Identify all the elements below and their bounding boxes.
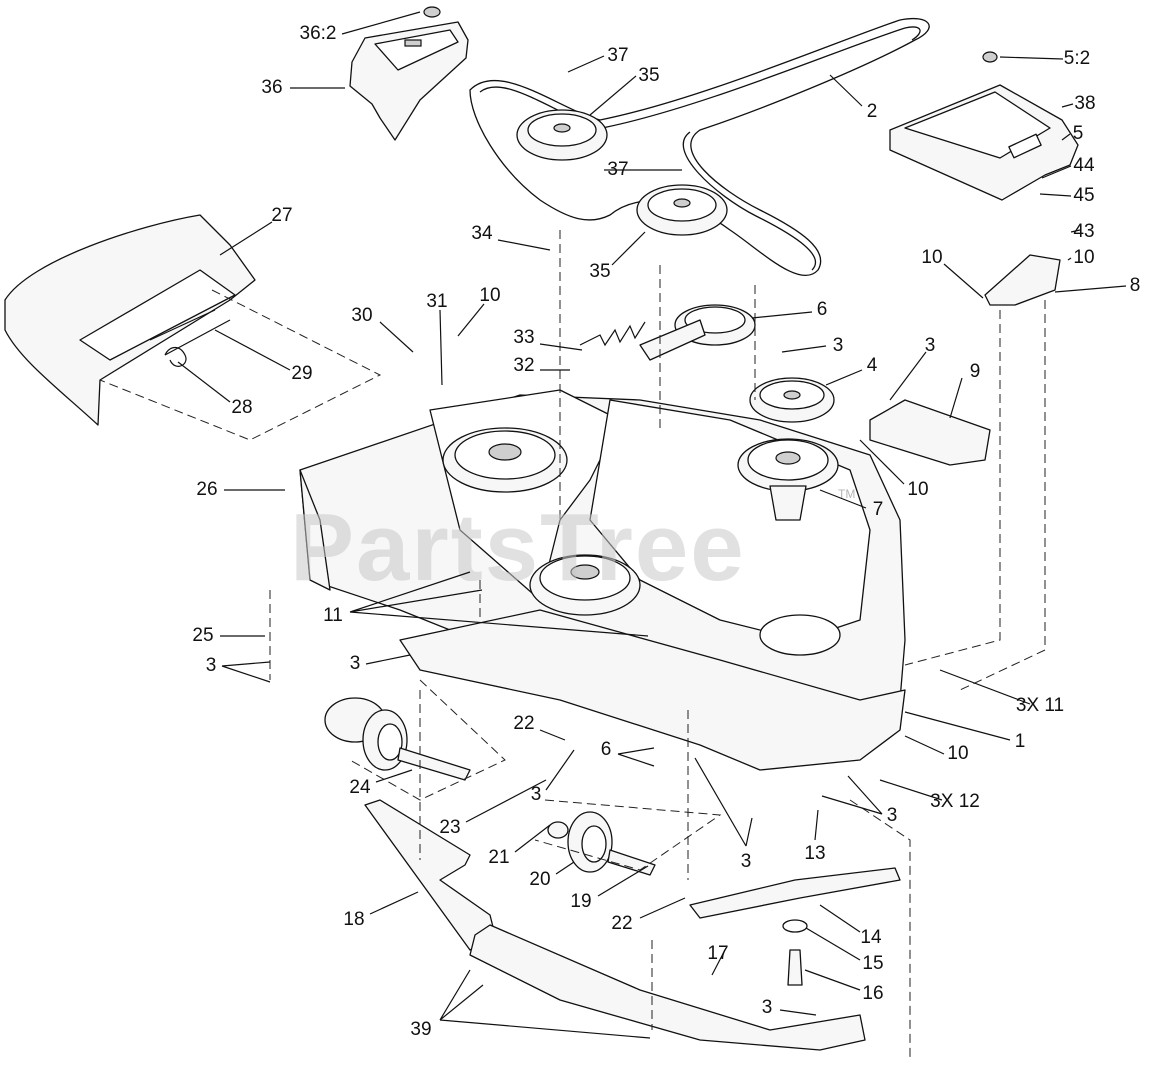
callout-label: 15 xyxy=(862,953,883,974)
callout-label: 26 xyxy=(196,479,217,500)
callout-label: 3 xyxy=(350,653,361,674)
callout-label: 14 xyxy=(860,927,882,948)
callout-label: 7 xyxy=(873,499,884,520)
callout-label: 10 xyxy=(907,479,928,500)
callout-label: 6 xyxy=(817,299,828,320)
callout-label: 22 xyxy=(513,713,534,734)
assembly-dash-lines xyxy=(99,230,1046,1060)
callout-label: 10 xyxy=(921,247,942,268)
callout-label: 25 xyxy=(192,625,213,646)
callout-label: 1 xyxy=(1015,731,1026,752)
callout-label: 29 xyxy=(291,363,312,384)
callout-label: 5 xyxy=(1073,123,1084,144)
spindle-right xyxy=(737,438,839,521)
idler-pulley-upper xyxy=(516,109,608,161)
belt-drive xyxy=(469,18,930,277)
cover-slot xyxy=(404,39,422,47)
spindle-left xyxy=(442,427,568,493)
right-belt-cover xyxy=(889,51,1079,201)
callout-label: 30 xyxy=(351,305,372,326)
watermark: PartsTree TM xyxy=(290,487,855,601)
callout-label: 11 xyxy=(323,605,343,626)
idler-arm-pulley xyxy=(639,304,756,361)
callout-label: 3 xyxy=(206,655,217,676)
callout-label: 6 xyxy=(601,739,612,760)
callout-label: 35 xyxy=(589,261,610,282)
chute-spring xyxy=(164,346,187,367)
callout-label: 17 xyxy=(707,943,728,964)
callout-label: 34 xyxy=(471,223,493,244)
washer-15 xyxy=(782,919,808,933)
callout-label: 2 xyxy=(867,101,878,122)
callout-label: 27 xyxy=(271,205,292,226)
callout-label: 44 xyxy=(1073,155,1095,176)
gauge-wheel-24 xyxy=(324,697,471,781)
callout-label: 3 xyxy=(762,997,773,1018)
callout-label: 3X 12 xyxy=(930,791,980,812)
callout-label: 24 xyxy=(349,777,371,798)
callout-label: 4 xyxy=(867,355,878,376)
baffle-17 xyxy=(469,924,866,1051)
callout-label: 3 xyxy=(833,335,844,356)
callout-label: 5:2 xyxy=(1064,48,1090,69)
callout-label: 19 xyxy=(570,891,591,912)
callout-label: 20 xyxy=(529,869,550,890)
callout-label: 38 xyxy=(1074,93,1095,114)
spindle-hole xyxy=(759,614,841,656)
callout-label: 21 xyxy=(488,847,509,868)
callout-label: 10 xyxy=(479,285,500,306)
left-belt-cover xyxy=(349,6,469,141)
bracket-8 xyxy=(984,254,1061,306)
callout-label: 28 xyxy=(231,397,252,418)
cover-knob xyxy=(423,6,441,18)
blade-14 xyxy=(689,867,901,986)
callout-label: 37 xyxy=(607,45,628,66)
callout-label: 9 xyxy=(970,361,981,382)
bracket-9 xyxy=(869,399,991,466)
callout-label: 18 xyxy=(343,909,364,930)
blade-bolt-16 xyxy=(787,949,803,986)
callout-label: 36:2 xyxy=(300,23,337,44)
callout-label: 36 xyxy=(261,77,282,98)
cover-knob xyxy=(982,51,998,63)
idler-pulley-lower xyxy=(636,184,728,236)
cover-handle xyxy=(1008,133,1042,159)
callout-label: 3 xyxy=(925,335,936,356)
callout-label: 3X 11 xyxy=(1016,695,1064,716)
callout-label: 3 xyxy=(887,805,898,826)
callout-label: 43 xyxy=(1073,221,1094,242)
callout-label: 37 xyxy=(607,159,628,180)
callout-label: 45 xyxy=(1073,185,1094,206)
callout-label: 10 xyxy=(1073,247,1094,268)
callout-label: 3 xyxy=(741,851,752,872)
gauge-wheel-20 xyxy=(547,811,656,876)
callout-label: 13 xyxy=(804,843,825,864)
callout-label: 39 xyxy=(410,1019,431,1040)
discharge-chute xyxy=(4,214,256,426)
callout-label: 33 xyxy=(513,327,534,348)
spindle-center xyxy=(529,554,641,616)
pulley-4 xyxy=(749,377,835,423)
watermark-trademark: TM xyxy=(838,487,855,501)
spring-33 xyxy=(579,321,646,347)
callout-label: 22 xyxy=(611,913,632,934)
callout-label: 3 xyxy=(531,784,542,805)
callout-label: 10 xyxy=(947,743,968,764)
callout-leaders xyxy=(177,11,1127,1039)
callout-label: 32 xyxy=(513,355,534,376)
baffle-18 xyxy=(364,799,496,951)
callout-label: 35 xyxy=(638,65,659,86)
callout-label: 8 xyxy=(1130,275,1141,296)
callout-label: 31 xyxy=(426,291,447,312)
watermark-text: PartsTree xyxy=(290,494,746,601)
callout-label: 23 xyxy=(439,817,460,838)
callout-label: 16 xyxy=(862,983,883,1004)
